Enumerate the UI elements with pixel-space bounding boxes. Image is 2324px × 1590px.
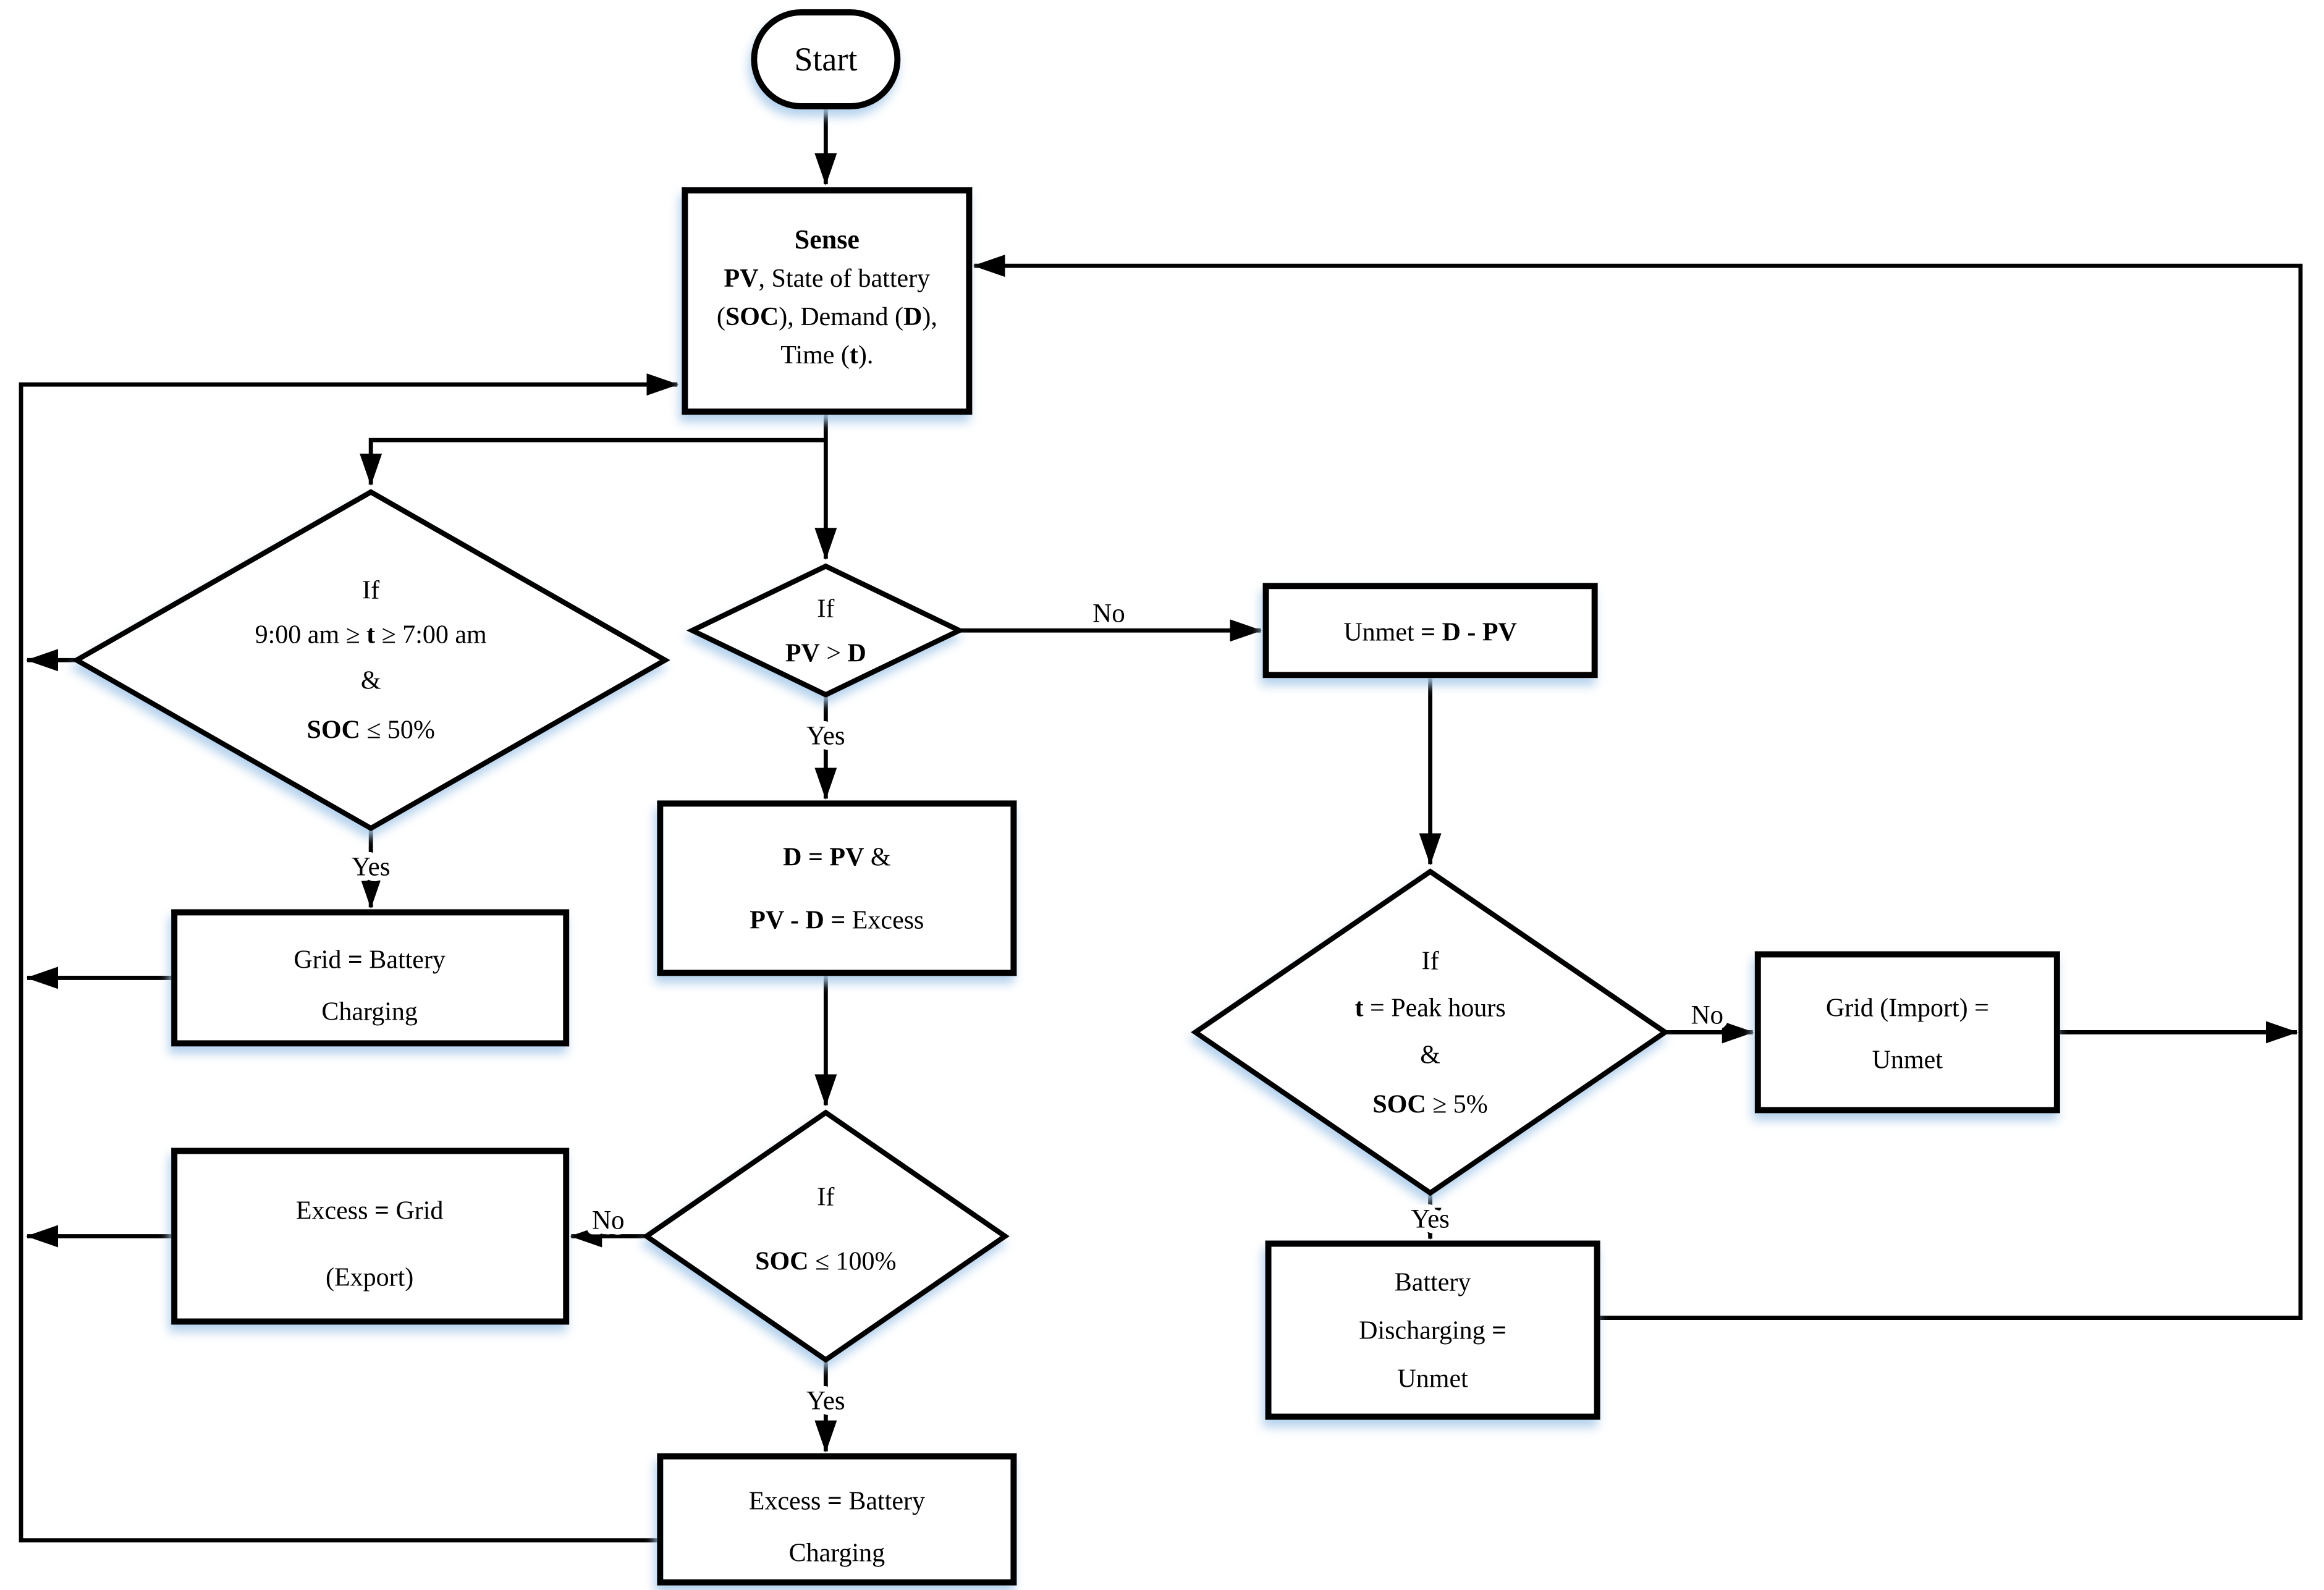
pv-demand-diamond-shape [686,563,966,698]
edge-right-return-to-sense [973,255,2303,1320]
balance-excess-shape [657,800,1017,976]
grid-import-line1: Grid (Import) = [1826,994,1989,1022]
peak-line3: & [1420,1041,1440,1069]
excess-grid-export-line2: (Export) [326,1264,413,1292]
excess-grid-export-shape [171,1148,570,1325]
edges [19,106,2303,1543]
sense-box-shape [682,187,973,415]
soc100-line2: SOC ≤ 100% [755,1248,896,1276]
morning-soc-diamond-shape [71,489,670,832]
sense-title: Sense [795,224,860,255]
pv-demand-line2: PV > D [785,639,866,667]
battery-discharging-process: Battery Discharging = Unmet [1265,1240,1600,1420]
battery-discharging-shape [1265,1240,1600,1420]
grid-battery-charging-process: Grid = Battery Charging [171,909,570,1047]
sense-process: Sense PV, State of battery (SOC), Demand… [682,187,973,415]
peak-line4: SOC ≥ 5% [1372,1090,1487,1118]
grid-battery-charging-line2: Charging [321,997,418,1026]
morning-soc-decision: If 9:00 am ≥ t ≥ 7:00 am & SOC ≤ 50% [71,489,670,832]
peak-yes-label: Yes [1411,1205,1450,1234]
morning-line1: If [362,576,379,604]
grid-import-line2: Unmet [1872,1046,1943,1074]
excess-grid-export-process: Excess = Grid (Export) [171,1148,570,1325]
soc100-line1: If [817,1183,834,1212]
morning-line4: SOC ≤ 50% [306,716,434,744]
excess-battery-charging-line2: Charging [789,1539,885,1568]
peak-line1: If [1422,947,1439,975]
balance-line2: PV - D = Excess [750,906,924,934]
nodes: Start Sense PV, State of battery (SOC), … [71,9,2060,1586]
soc100-yes-label: Yes [806,1387,845,1416]
pv-no-label: No [1092,599,1125,628]
morning-yes-label: Yes [352,852,391,881]
sense-line3: (SOC), Demand (D), [717,303,937,331]
morning-line3: & [361,666,381,695]
sense-line2: PV, State of battery [724,264,931,293]
edge-branch-to-morning-decision [360,438,826,486]
unmet-shape [1262,583,1598,679]
unmet-line1: Unmet = D - PV [1343,618,1517,646]
excess-battery-charging-process: Excess = Battery Charging [657,1453,1017,1586]
peak-line2: t = Peak hours [1355,994,1506,1022]
grid-import-process: Grid (Import) = Unmet [1754,951,2060,1114]
morning-line2: 9:00 am ≥ t ≥ 7:00 am [255,620,487,649]
start-label: Start [794,41,857,78]
peak-no-label: No [1691,1000,1723,1030]
excess-grid-export-line1: Excess = Grid [296,1197,444,1225]
sense-line4: Time (t). [780,341,873,370]
peak-hours-decision: If t = Peak hours & SOC ≥ 5% [1191,868,1670,1196]
soc100-diamond-shape [641,1109,1010,1363]
edge-labels: Yes Yes No No Yes No Yes [346,593,1729,1421]
grid-battery-charging-line1: Grid = Battery [294,945,446,974]
excess-battery-charging-line1: Excess = Battery [749,1487,925,1516]
battery-discharging-line2: Discharging = [1359,1317,1506,1345]
balance-line1: D = PV & [783,843,890,871]
start-node: Start [751,9,901,110]
grid-battery-charging-shape [171,909,570,1047]
pv-greater-demand-decision: If PV > D [686,563,966,698]
soc100-decision: If SOC ≤ 100% [641,1109,1010,1363]
soc100-no-label: No [592,1206,625,1235]
pv-yes-label: Yes [806,721,845,750]
edge-left-return-to-sense [19,373,679,1543]
grid-import-shape [1754,951,2060,1114]
excess-battery-charging-shape [657,1453,1017,1586]
balance-excess-process: D = PV & PV - D = Excess [657,800,1017,976]
start-terminator-shape [751,9,901,110]
unmet-process: Unmet = D - PV [1262,583,1598,679]
peak-hours-diamond-shape [1191,868,1670,1196]
battery-discharging-line1: Battery [1395,1269,1471,1297]
pv-demand-line1: If [817,594,834,623]
battery-discharging-line3: Unmet [1397,1365,1468,1393]
